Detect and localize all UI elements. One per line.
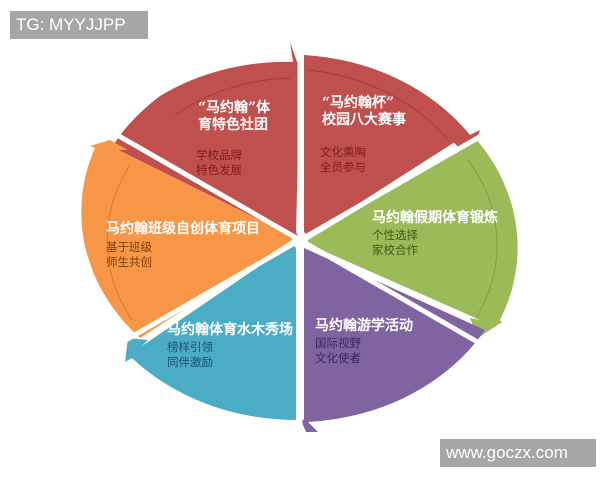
- segment-holiday-sub-1: 个性选择: [372, 228, 418, 242]
- segment-showcase-sub-1: 榜样引领: [167, 340, 213, 354]
- segment-class-project-sub: 基于班级 师生共创: [106, 240, 152, 270]
- segment-study-tour-shape: [300, 248, 485, 432]
- segment-showcase-sub: 榜样引领 同伴激励: [167, 340, 213, 370]
- segment-separators: [103, 40, 497, 440]
- segment-study-tour-title: 马约翰游学活动: [315, 318, 413, 334]
- segment-class-project-sub-1: 基于班级: [106, 240, 152, 254]
- segment-class-project-sub-2: 师生共创: [106, 255, 152, 269]
- segment-holiday-sub-2: 家校合作: [372, 243, 418, 257]
- segment-holiday-shape: [308, 138, 518, 338]
- segment-study-tour: 马约翰游学活动: [315, 318, 413, 335]
- segment-showcase-sub-2: 同伴激励: [167, 355, 213, 369]
- segment-showcase-title: 马约翰体育水木秀场: [167, 322, 293, 338]
- segment-class-project-shape: [81, 140, 292, 338]
- segment-club-title-1: “马约翰”体: [198, 100, 271, 116]
- segment-showcase-shape: [125, 244, 296, 420]
- segment-cup-title-1: “马约翰杯”: [322, 95, 395, 111]
- segment-club: “马约翰”体 育特色社团: [198, 100, 270, 134]
- segment-cup-sub-2: 全员参与: [320, 160, 366, 174]
- segment-club-sub-1: 学校品牌: [196, 148, 242, 162]
- segment-showcase: 马约翰体育水木秀场: [167, 322, 293, 339]
- segment-cup-sub: 文化熏陶 全员参与: [320, 145, 366, 175]
- segment-club-sub: 学校品牌 特色发展: [196, 148, 242, 178]
- segment-club-title-2: 育特色社团: [198, 117, 268, 133]
- segment-class-project-title: 马约翰班级自创体育项目: [106, 221, 260, 237]
- segment-cup: “马约翰杯” 校园八大赛事: [322, 95, 406, 129]
- segment-cup-title-2: 校园八大赛事: [322, 112, 406, 128]
- watermark-top-left: TG: MYYJJPP: [10, 11, 148, 39]
- segment-holiday-sub: 个性选择 家校合作: [372, 228, 418, 258]
- segment-cup-sub-1: 文化熏陶: [320, 145, 366, 159]
- watermark-bottom-right: www.goczx.com: [440, 439, 596, 467]
- segment-club-sub-2: 特色发展: [196, 163, 242, 177]
- segment-study-tour-sub-2: 文化使者: [315, 351, 361, 365]
- inner-arcs: [106, 69, 498, 321]
- segment-holiday: 马约翰假期体育锻炼: [372, 210, 498, 227]
- segment-cup-shape: [304, 55, 480, 236]
- segment-study-tour-sub-1: 国际视野: [315, 336, 361, 350]
- segment-club-shape: [112, 42, 300, 240]
- segment-holiday-title: 马约翰假期体育锻炼: [372, 210, 498, 226]
- segment-study-tour-sub: 国际视野 文化使者: [315, 336, 361, 366]
- segment-class-project: 马约翰班级自创体育项目: [106, 221, 260, 238]
